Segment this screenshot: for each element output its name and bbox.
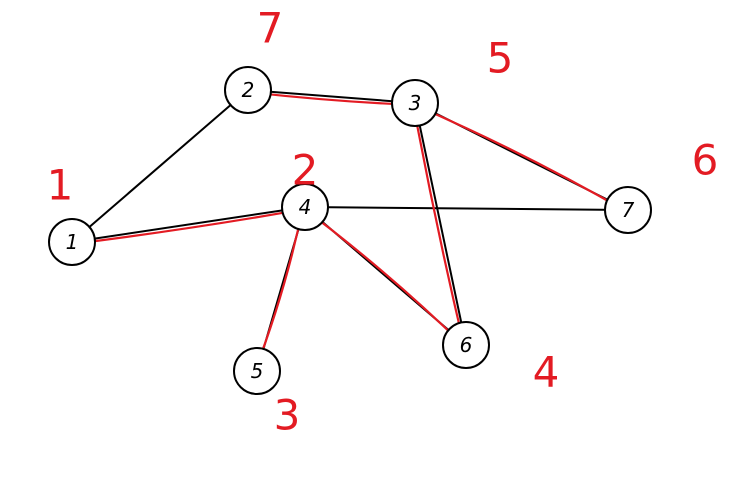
edge-1-2 (71, 89, 249, 243)
node-label: 3 (409, 91, 422, 115)
highlight-edge-3-6 (411, 103, 466, 346)
edge-1-4 (71, 206, 306, 243)
node-5: 5 (233, 347, 281, 395)
order-label-node-1: 1 (47, 161, 74, 210)
order-label-node-4: 2 (292, 146, 319, 195)
node-label: 1 (66, 230, 79, 254)
highlight-edge-4-5 (254, 206, 305, 371)
order-labels: 1 7 5 2 3 4 6 (47, 4, 719, 440)
highlighted-path (72, 90, 628, 371)
node-1: 1 (48, 218, 96, 266)
node-label: 4 (299, 195, 312, 219)
highlight-edge-2-3 (247, 90, 415, 107)
order-label-node-5: 3 (274, 391, 301, 440)
edge-4-7 (304, 206, 629, 211)
node-circle (391, 79, 439, 127)
highlight-edge-3-7 (413, 103, 628, 213)
order-label-node-7: 6 (692, 136, 719, 185)
graph-nodes: 1 2 3 4 5 6 7 (48, 66, 652, 395)
order-label-node-6: 4 (533, 348, 560, 397)
node-label: 2 (242, 78, 255, 102)
node-label: 7 (622, 198, 635, 222)
node-6: 6 (442, 321, 490, 369)
node-2: 2 (224, 66, 272, 114)
node-circle (604, 186, 652, 234)
highlight-edge-1-4 (72, 207, 306, 246)
node-label: 5 (251, 359, 264, 383)
node-label: 6 (460, 333, 473, 357)
node-4: 4 (281, 183, 329, 231)
node-circle (48, 218, 96, 266)
edge-3-6 (414, 102, 467, 346)
order-label-node-3: 5 (487, 34, 514, 83)
node-3: 3 (391, 79, 439, 127)
node-circle (442, 321, 490, 369)
order-label-node-2: 7 (257, 4, 284, 53)
edge-2-3 (247, 89, 416, 104)
node-circle (224, 66, 272, 114)
highlight-edge-4-6 (303, 207, 466, 348)
node-7: 7 (604, 186, 652, 234)
graph-edges (71, 89, 629, 372)
node-circle (281, 183, 329, 231)
node-circle (233, 347, 281, 395)
